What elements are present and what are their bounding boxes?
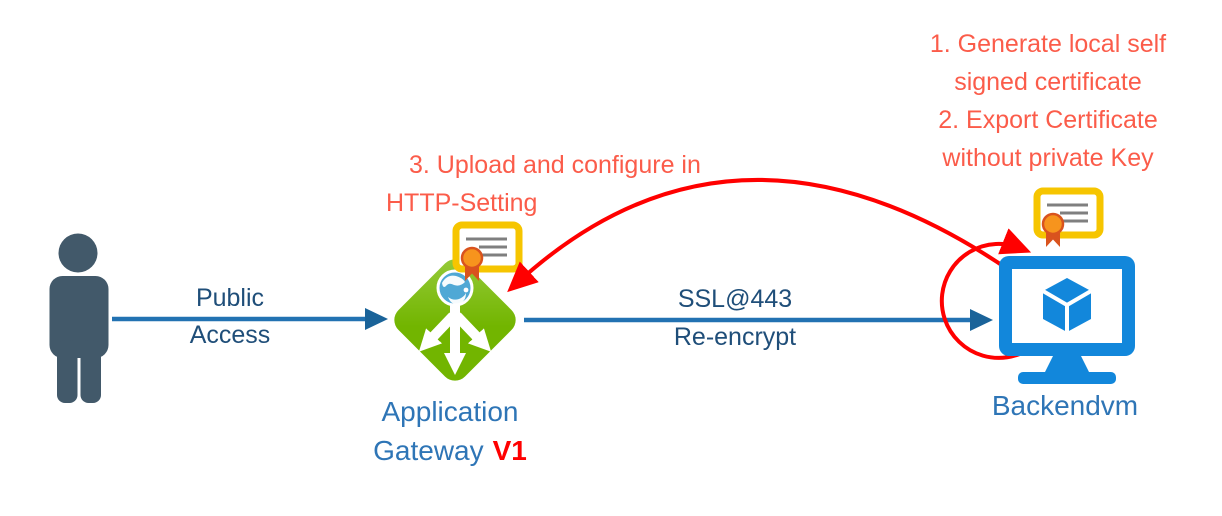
annotation-step-3-line2: HTTP-Setting bbox=[386, 189, 538, 217]
annotation-step-3-line1: 3. Upload and configure in bbox=[409, 151, 701, 179]
virtual-machine-icon bbox=[999, 256, 1135, 384]
app-gateway-icon bbox=[394, 259, 516, 381]
user-icon bbox=[49, 233, 109, 403]
ssl-label-line1: SSL@443 bbox=[677, 285, 793, 313]
public-access-label-line1: Public bbox=[195, 284, 265, 312]
ssl-label-line2: Re-encrypt bbox=[673, 323, 797, 351]
backend-vm-label: Backendvm bbox=[991, 390, 1139, 421]
app-gateway-version: V1 bbox=[492, 435, 527, 466]
gateway-certificate-icon bbox=[456, 225, 519, 281]
annotation-steps-1-2: 1. Generate local self signed certificat… bbox=[929, 30, 1167, 172]
globe-icon bbox=[436, 269, 474, 307]
public-access-label-line2: Access bbox=[189, 321, 271, 349]
app-gateway-label-line1: Application bbox=[381, 396, 519, 427]
upload-curve-arrow bbox=[507, 177, 1014, 293]
backend-certificate-icon bbox=[1037, 191, 1100, 247]
